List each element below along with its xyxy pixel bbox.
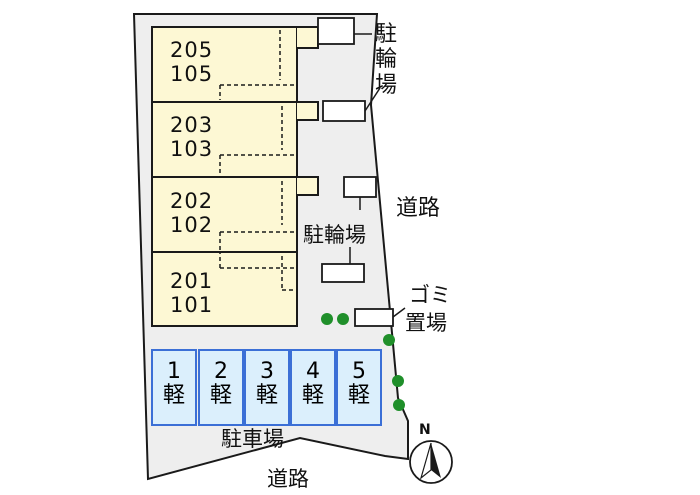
unit-label-205-105: 205 105 xyxy=(170,38,214,86)
parking-space-label-2: 2 軽 xyxy=(209,359,232,409)
road-label-bottom: 道路 xyxy=(267,467,309,491)
interior-lines xyxy=(219,30,295,291)
road-label-right: 道路 xyxy=(396,196,441,221)
tree xyxy=(392,375,404,387)
unit-block-205-105 xyxy=(151,26,298,103)
parking-space-label-1: 1 軽 xyxy=(162,359,185,409)
garbage-area-label-line1: ゴミ xyxy=(409,283,451,307)
site-facilities xyxy=(317,17,394,327)
bicycle-parking-label-top: 駐 輪 場 xyxy=(375,22,398,98)
trees xyxy=(321,313,405,411)
parking-lot-label: 駐車場 xyxy=(221,427,284,451)
bicycle-shed-4 xyxy=(321,263,365,283)
north-arrow-icon xyxy=(409,440,453,484)
parking-space-2 xyxy=(198,349,244,426)
unit-label-201-101: 201 101 xyxy=(170,269,214,317)
garbage-area-label-line2: 置場 xyxy=(405,311,447,335)
parking-space-label-4: 4 軽 xyxy=(301,359,324,409)
parking-space-3 xyxy=(244,349,290,426)
parking-space-4 xyxy=(290,349,336,426)
unit-block-201-101 xyxy=(151,251,298,327)
bicycle-parking-label-mid: 駐輪場 xyxy=(303,223,366,247)
north-label: N xyxy=(419,422,431,438)
building xyxy=(151,26,319,327)
unit-label-203-103: 203 103 xyxy=(170,113,214,161)
parking-space-1 xyxy=(151,349,197,426)
bicycle-shed-2 xyxy=(322,100,366,122)
parking-space-label-3: 3 軽 xyxy=(255,359,278,409)
parking-space-label-5: 5 軽 xyxy=(347,359,370,409)
unit-block-202-102 xyxy=(151,176,298,253)
garbage-box xyxy=(354,308,394,327)
tree xyxy=(321,313,333,325)
unit-label-202-102: 202 102 xyxy=(170,189,214,237)
tree xyxy=(383,334,395,346)
tree xyxy=(393,399,405,411)
parking-space-5 xyxy=(336,349,382,426)
bicycle-shed-3 xyxy=(343,176,377,198)
parking-lot xyxy=(151,349,382,426)
bicycle-shed-top xyxy=(317,17,355,45)
tree xyxy=(337,313,349,325)
leader-lines xyxy=(349,33,406,318)
